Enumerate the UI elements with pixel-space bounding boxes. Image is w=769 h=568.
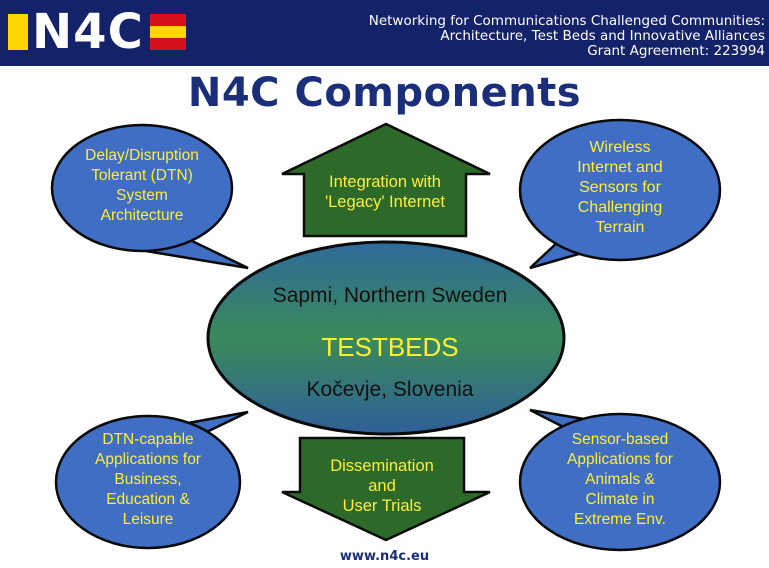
bubble-bottom-right <box>518 408 722 552</box>
testbeds-label: TESTBEDS <box>321 332 459 362</box>
banner-line-2: Architecture, Test Beds and Innovative A… <box>440 28 765 44</box>
up-arrow-text: Integration with 'Legacy' Internet <box>324 173 446 211</box>
bubble-bottom-left <box>54 410 249 550</box>
banner-line-1: Networking for Communications Challenged… <box>368 13 765 29</box>
spain-flag-icon <box>149 14 186 50</box>
testbeds-ellipse <box>206 240 566 436</box>
bubble-bottom-right-text: Sensor-based Applications for Animals & … <box>567 431 673 528</box>
banner-text: Networking for Communications Challenged… <box>369 14 765 59</box>
testbed-kocevje: Kočevje, Slovenia <box>306 378 474 401</box>
banner-line-3: Grant Agreement: 223994 <box>587 43 765 59</box>
bubble-top-right-text: Wireless Internet and Sensors for Challe… <box>577 139 663 236</box>
bubble-top-left-text: Delay/Disruption Tolerant (DTN) System A… <box>85 147 199 224</box>
n4c-logo: N4C <box>8 4 186 60</box>
up-arrow <box>281 122 491 238</box>
bubble-top-right <box>518 118 722 270</box>
header-banner: N4C Networking for Communications Challe… <box>0 0 769 66</box>
page-title: N4C Components <box>187 70 582 116</box>
testbed-sapmi: Sapmi, Northern Sweden <box>272 284 508 307</box>
footer-url[interactable]: www.n4c.eu <box>339 549 430 564</box>
bubble-bottom-right-body <box>518 412 722 552</box>
down-arrow-text: Dissemination and User Trials <box>330 457 434 515</box>
logo-text: N4C <box>32 4 144 60</box>
bubble-bottom-left-text: DTN-capable Applications for Business, E… <box>95 431 201 528</box>
bubble-top-left-body <box>50 123 234 253</box>
bubble-bottom-left-body <box>54 414 242 550</box>
bubble-top-right-body <box>518 118 722 262</box>
down-arrow <box>281 436 491 542</box>
bubble-top-left <box>50 123 249 270</box>
flag-stripe-icon <box>8 14 28 50</box>
